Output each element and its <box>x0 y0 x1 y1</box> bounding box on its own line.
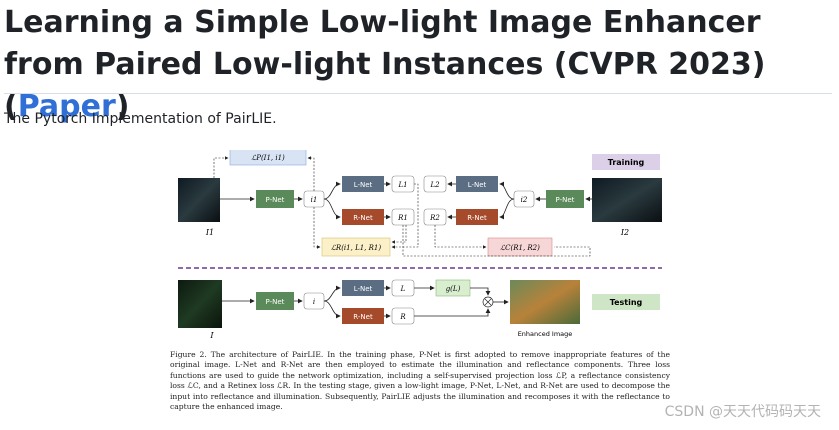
pnet-label-left: P-Net <box>266 196 285 204</box>
label-L: L <box>400 285 406 293</box>
testing-arrows <box>222 285 509 319</box>
enhanced-image <box>510 280 580 324</box>
testing-label: Testing <box>610 298 643 307</box>
rnet-box-left <box>342 209 384 225</box>
intro-paragraph: The Pytorch Implementation of PairLIE. <box>4 111 277 127</box>
test-input-image <box>178 280 222 328</box>
paren-close: ) <box>115 89 130 124</box>
page-title-text: Learning a Simple Low-light Image Enhanc… <box>4 5 766 82</box>
node-L2 <box>423 175 447 193</box>
heading-divider <box>4 93 832 94</box>
loss-lc-label: ℒC(R1, R2) <box>500 244 540 252</box>
testing-badge <box>592 294 660 310</box>
csdn-watermark: CSDN @天天代码码天天 <box>664 404 821 420</box>
loss-lp-label: ℒP(I1, i1) <box>251 154 285 162</box>
loss-lr-box <box>321 237 391 257</box>
label-i1: i1 <box>311 196 318 204</box>
lnet-label-test: L-Net <box>354 285 373 293</box>
loss-dashed-arrows <box>213 156 591 257</box>
label-L1: L1 <box>397 181 407 189</box>
paren-open: ( <box>4 89 18 124</box>
rnet-box-right <box>456 209 498 225</box>
label-i: i <box>313 298 315 306</box>
label-R: R <box>399 313 406 321</box>
figure-caption: Figure 2. The architecture of PairLIE. I… <box>170 350 670 412</box>
training-badge <box>592 154 660 170</box>
lnet-box-left <box>342 176 384 192</box>
lnet-box-right <box>456 176 498 192</box>
rnet-label-test: R-Net <box>353 313 373 321</box>
loss-lr-label: ℒR(i1, L1, R1) <box>331 244 381 252</box>
pnet-label-right: P-Net <box>556 196 575 204</box>
paper-link[interactable]: Paper <box>17 89 116 124</box>
lnet-label-left: L-Net <box>354 181 373 189</box>
lnet-box-test <box>342 280 384 296</box>
training-label: Training <box>608 158 645 167</box>
rnet-label-left: R-Net <box>353 214 373 222</box>
input-image-i2 <box>592 178 662 222</box>
label-I1: I1 <box>205 228 214 237</box>
pnet-box-test <box>256 292 294 310</box>
label-I2: I2 <box>620 228 629 237</box>
label-R2: R2 <box>429 214 440 222</box>
label-R1: R1 <box>397 214 408 222</box>
pnet-box-left <box>256 190 294 208</box>
label-i2: i2 <box>521 196 528 204</box>
architecture-figure: I1 P-Net i1 ℒP(I1, i1) L-Net R-Net L1 R1… <box>178 150 662 340</box>
multiply-icon <box>484 298 492 306</box>
rnet-label-right: R-Net <box>467 214 487 222</box>
lnet-label-right: L-Net <box>468 181 487 189</box>
training-arrows <box>220 181 592 220</box>
pnet-label-test: P-Net <box>266 298 285 306</box>
label-gL: g(L) <box>446 285 461 293</box>
pnet-box-right <box>546 190 584 208</box>
enhanced-label: Enhanced Image <box>518 330 573 338</box>
label-I: I <box>209 331 214 340</box>
input-image-i1 <box>178 178 220 222</box>
rnet-box-test <box>342 308 384 324</box>
page-title: Learning a Simple Low-light Image Enhanc… <box>4 2 834 128</box>
loss-lp-box <box>229 150 307 166</box>
label-L2: L2 <box>429 181 440 189</box>
